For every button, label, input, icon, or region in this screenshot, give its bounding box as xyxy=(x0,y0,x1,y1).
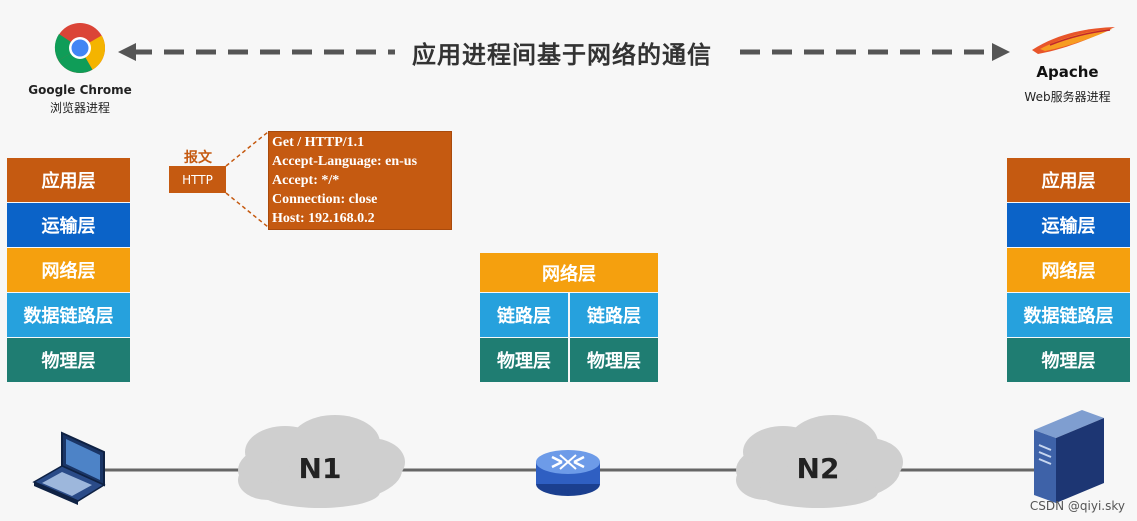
message-line: Connection: close xyxy=(272,192,378,207)
cloud-n2-icon xyxy=(736,415,903,508)
network-n2-label: N2 xyxy=(796,452,840,485)
left-layer-datalink: 数据链路层 xyxy=(7,293,130,337)
client-sub: 浏览器进程 xyxy=(49,101,110,115)
server-icon xyxy=(1034,410,1104,503)
message-line: Accept: */* xyxy=(272,173,340,188)
arrowhead-left xyxy=(118,43,136,61)
network-n1-label: N1 xyxy=(298,452,342,485)
http-message-box: Get / HTTP/1.1 Accept-Language: en-us Ac… xyxy=(268,131,452,230)
router-layer-physical-right: 物理层 xyxy=(570,338,658,382)
right-layer-application: 应用层 xyxy=(1007,158,1130,202)
apache-feather-icon xyxy=(1032,27,1115,54)
right-layer-datalink: 数据链路层 xyxy=(1007,293,1130,337)
message-line: Accept-Language: en-us xyxy=(272,154,418,169)
left-layer-network: 网络层 xyxy=(7,248,130,292)
http-box: HTTP xyxy=(169,166,226,193)
watermark: CSDN @qiyi.sky xyxy=(1029,499,1125,513)
client-name: Google Chrome xyxy=(28,83,132,97)
left-layer-application: 应用层 xyxy=(7,158,130,202)
diagram-title: 应用进程间基于网络的通信 xyxy=(412,41,712,69)
chrome-logo-icon xyxy=(54,23,105,73)
left-layer-transport: 运输层 xyxy=(7,203,130,247)
router-layer-physical-left: 物理层 xyxy=(480,338,568,382)
left-layer-physical: 物理层 xyxy=(7,338,130,382)
cloud-n1-icon xyxy=(238,415,405,508)
server-sub: Web服务器进程 xyxy=(1024,90,1111,104)
router-layer-network: 网络层 xyxy=(480,253,658,292)
arrowhead-right xyxy=(992,43,1010,61)
connector-bottom xyxy=(225,192,269,228)
router-icon xyxy=(536,450,600,496)
router-layer-link-right: 链路层 xyxy=(570,293,658,337)
laptop-icon xyxy=(32,431,106,505)
right-layer-transport: 运输层 xyxy=(1007,203,1130,247)
connector-top xyxy=(225,131,269,167)
server-name: Apache xyxy=(1036,63,1099,81)
right-layer-network: 网络层 xyxy=(1007,248,1130,292)
message-label: 报文 xyxy=(184,150,212,166)
message-line: Host: 192.168.0.2 xyxy=(272,211,375,226)
right-layer-physical: 物理层 xyxy=(1007,338,1130,382)
router-layer-link-left: 链路层 xyxy=(480,293,568,337)
message-line: Get / HTTP/1.1 xyxy=(272,135,365,150)
router-label: ROUTER xyxy=(552,488,584,496)
